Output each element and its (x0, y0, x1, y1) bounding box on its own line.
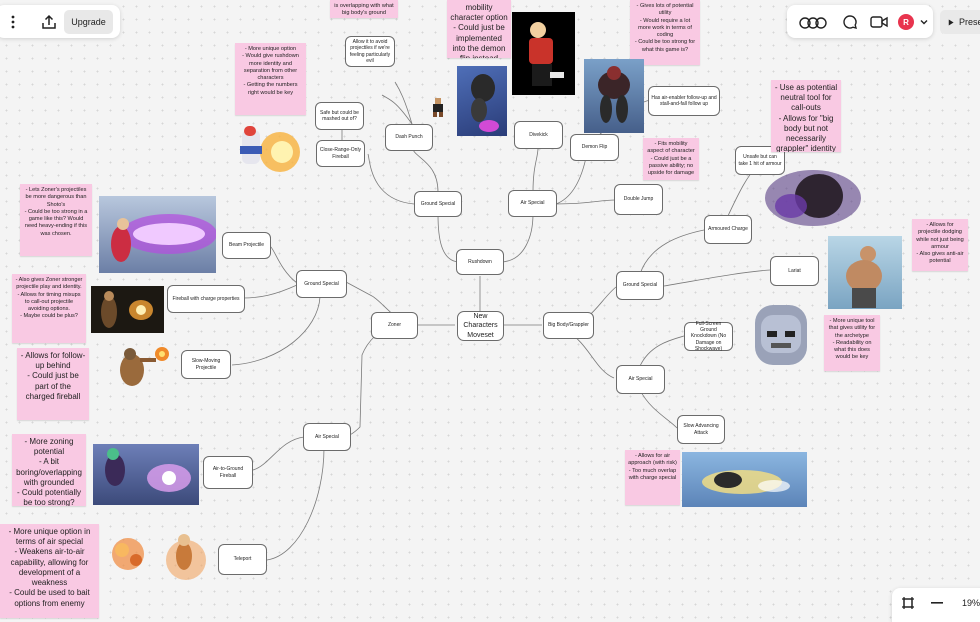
character-image[interactable] (106, 532, 152, 576)
sticky-note[interactable]: mobility character option - Could just b… (447, 0, 511, 58)
character-image[interactable] (99, 196, 216, 273)
node-divekick[interactable]: Divekick (514, 121, 563, 149)
node-big-body[interactable]: Big Body/Grappler (543, 312, 594, 339)
video-icon[interactable] (869, 12, 889, 32)
sticky-note[interactable]: - More unique tool that gives utility fo… (824, 315, 880, 371)
character-image[interactable] (430, 97, 446, 117)
character-image[interactable] (761, 162, 865, 231)
node-demon-flip[interactable]: Demon Flip (570, 134, 619, 161)
node-air-to-ground[interactable]: Air-to-Ground Fireball (203, 456, 253, 489)
node-dash-punch[interactable]: Dash Punch (385, 124, 433, 151)
avatar[interactable]: R (898, 14, 914, 30)
node-slow-air-attack[interactable]: Slow Advancing Attack (677, 415, 725, 444)
node-fireball-charge[interactable]: Fireball with charge properties (167, 285, 245, 313)
upgrade-button[interactable]: Upgrade (64, 10, 113, 34)
node-full-screen-knockdown[interactable]: Full-Screen Ground Knockdown (No Damage … (684, 321, 733, 352)
node-z-ground-special[interactable]: Ground Special (296, 270, 347, 298)
sticky-note[interactable]: - Gives lots of potential utility - Woul… (630, 0, 700, 65)
sticky-note[interactable]: - Allows for air approach (with risk) - … (625, 450, 680, 505)
sticky-note[interactable]: - Allows for projectile dodging while no… (912, 219, 968, 271)
node-rd-air-special[interactable]: Air Special (508, 190, 557, 217)
sticky-note[interactable]: - Also gives Zoner stronger projectile p… (12, 274, 86, 343)
node-zoner[interactable]: Zoner (371, 312, 418, 339)
node-lariat[interactable]: Lariat (770, 256, 819, 286)
share-icon[interactable] (38, 12, 60, 32)
play-icon (948, 19, 954, 25)
node-allow-avoid[interactable]: Allow it to avoid projectiles if we're f… (345, 36, 395, 67)
sticky-note[interactable]: - More unique option in terms of air spe… (0, 524, 99, 618)
character-image[interactable] (160, 530, 212, 588)
character-image[interactable] (682, 452, 807, 507)
sticky-note[interactable]: - More zoning potential - A bit boring/o… (12, 434, 86, 506)
node-slow-projectile[interactable]: Slow-Moving Projectile (181, 350, 231, 379)
sticky-note[interactable]: - Fits mobility aspect of character - Co… (643, 138, 699, 180)
node-air-enabler[interactable]: Has air-enabler follow-up and stall-and-… (648, 86, 720, 116)
node-teleport[interactable]: Teleport (218, 544, 267, 575)
reactions-icon[interactable] (797, 12, 829, 32)
node-armoured-charge[interactable]: Armoured Charge (704, 215, 752, 244)
present-button[interactable]: Present (940, 10, 980, 34)
node-rushdown[interactable]: Rushdown (456, 249, 504, 275)
sticky-note[interactable]: is overlapping with what big body's grou… (330, 0, 398, 18)
zoom-controls (892, 588, 980, 622)
chat-icon[interactable] (840, 12, 860, 32)
sticky-note[interactable]: - More unique option - Would give rushdo… (235, 43, 306, 115)
sticky-note[interactable]: - Use as potential neutral tool for call… (771, 80, 841, 152)
character-image[interactable] (232, 122, 312, 174)
character-image[interactable] (91, 286, 164, 333)
character-image[interactable] (743, 297, 821, 374)
character-image[interactable] (512, 12, 575, 95)
character-image[interactable] (584, 59, 644, 133)
node-safe-mashed[interactable]: Safe but could be mashed out of? (315, 102, 364, 130)
node-close-range-fireball[interactable]: Close-Range-Only Fireball (316, 140, 365, 167)
zoom-level[interactable]: 19% (962, 598, 980, 608)
node-z-air-special[interactable]: Air Special (303, 423, 351, 451)
node-center[interactable]: New Characters Moveset (457, 311, 504, 341)
character-image[interactable] (828, 236, 902, 309)
sticky-note[interactable]: - Allows for follow-up behind - Could ju… (17, 348, 89, 420)
node-double-jump[interactable]: Double Jump (614, 184, 663, 215)
node-rd-ground-special[interactable]: Ground Special (414, 191, 462, 217)
chevron-down-icon[interactable] (917, 14, 931, 30)
sticky-note[interactable]: - Lets Zoner's projectiles be more dange… (20, 184, 92, 256)
character-image[interactable] (457, 66, 507, 136)
present-label: Present (958, 17, 980, 27)
character-image[interactable] (110, 342, 174, 392)
node-bb-ground-special[interactable]: Ground Special (616, 271, 664, 300)
fit-screen-icon[interactable] (899, 594, 917, 612)
more-vertical-icon[interactable] (4, 13, 22, 31)
node-bb-air-special[interactable]: Air Special (616, 365, 665, 394)
node-beam-projectile[interactable]: Beam Projectile (222, 232, 271, 259)
zoom-out-icon[interactable] (928, 594, 946, 612)
character-image[interactable] (93, 444, 199, 505)
